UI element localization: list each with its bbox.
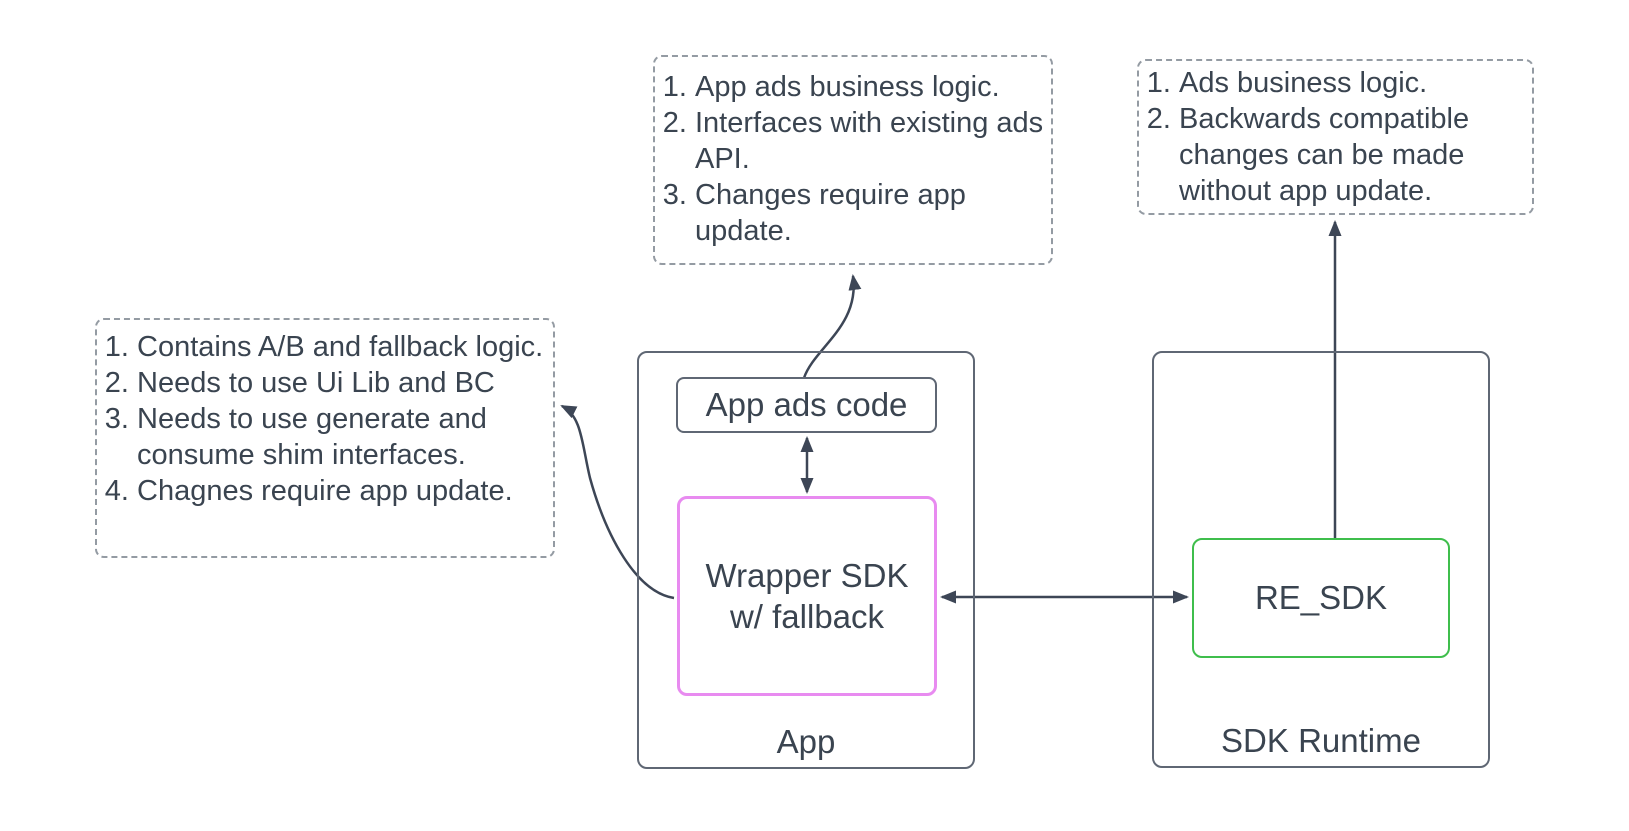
wrapper-sdk-note[interactable]: Contains A/B and fallback logic. Needs t…	[95, 318, 555, 558]
wrapper-sdk-label: Wrapper SDK w/ fallback	[705, 556, 909, 635]
app-ads-code-label: App ads code	[705, 386, 908, 424]
note-item: App ads business logic.	[695, 69, 1045, 105]
app-container-label: App	[776, 723, 836, 760]
app-ads-code-node[interactable]: App ads code	[676, 377, 937, 433]
note-item: Needs to use Ui Lib and BC	[137, 365, 547, 401]
app-ads-note[interactable]: App ads business logic. Interfaces with …	[653, 55, 1053, 265]
note-item: Chagnes require app update.	[137, 473, 547, 509]
wrapper-sdk-note-list: Contains A/B and fallback logic. Needs t…	[97, 329, 553, 509]
sdk-runtime-container-node[interactable]: SDK Runtime	[1152, 351, 1490, 768]
re-sdk-note-list: Ads business logic. Backwards compatible…	[1139, 65, 1532, 209]
app-ads-note-list: App ads business logic. Interfaces with …	[655, 69, 1051, 249]
sdk-runtime-container-label: SDK Runtime	[1221, 722, 1421, 759]
app-container-node[interactable]: App	[637, 351, 975, 769]
note-item: Backwards compatible changes can be made…	[1179, 101, 1526, 209]
note-item: Needs to use generate and consume shim i…	[137, 401, 547, 473]
note-item: Interfaces with existing ads API.	[695, 105, 1045, 177]
re-sdk-node[interactable]: RE_SDK	[1192, 538, 1450, 658]
note-item: Changes require app update.	[695, 177, 1045, 249]
re-sdk-label: RE_SDK	[1254, 579, 1388, 617]
note-item: Contains A/B and fallback logic.	[137, 329, 547, 365]
note-item: Ads business logic.	[1179, 65, 1526, 101]
wrapper-sdk-node[interactable]: Wrapper SDK w/ fallback	[677, 496, 937, 696]
re-sdk-note[interactable]: Ads business logic. Backwards compatible…	[1137, 59, 1534, 215]
